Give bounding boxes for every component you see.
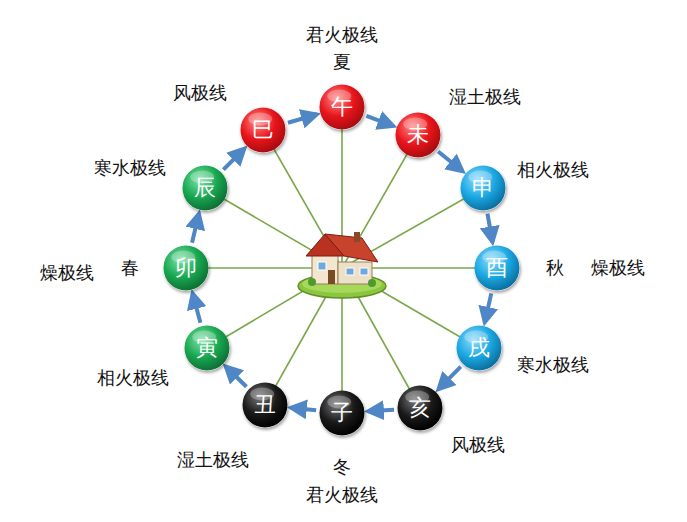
pole-label: 风极线 <box>451 435 505 455</box>
branch-circle: 酉 <box>474 245 520 291</box>
pole-label: 寒水极线 <box>94 158 166 178</box>
branch-circle: 亥 <box>397 385 443 431</box>
branch-name: 子 <box>331 402 353 424</box>
pole-label: 湿土极线 <box>177 450 249 470</box>
flow-arrow <box>485 293 492 322</box>
pole-label: 冬 <box>333 457 351 477</box>
connector-layer <box>192 114 493 411</box>
pole-label: 秋 <box>546 258 564 278</box>
flow-arrow <box>487 214 492 243</box>
pole-label: 相火极线 <box>517 160 589 180</box>
pole-label: 夏 <box>333 52 351 72</box>
pole-label: 燥极线 <box>591 258 645 278</box>
branch-circle: 卯 <box>163 245 209 291</box>
flow-arrow <box>438 151 463 171</box>
house-illustration <box>298 232 386 298</box>
pole-label: 君火极线 <box>306 485 378 505</box>
spoke-lines <box>186 107 497 413</box>
branch-circle: 申 <box>460 165 506 211</box>
flow-arrow <box>368 410 394 412</box>
pole-label: 燥极线 <box>40 263 94 283</box>
branch-name: 巳 <box>252 119 274 141</box>
flow-arrow <box>438 367 461 390</box>
pole-label: 相火极线 <box>97 368 169 388</box>
branch-circle: 巳 <box>240 107 286 153</box>
branch-name: 寅 <box>196 337 218 359</box>
branch-name: 午 <box>331 96 353 118</box>
branch-name: 亥 <box>409 397 431 419</box>
pole-label: 春 <box>121 258 139 278</box>
branch-name: 卯 <box>175 257 197 279</box>
branch-name: 丑 <box>254 394 276 416</box>
pole-label: 风极线 <box>173 83 227 103</box>
flow-arrow <box>193 293 201 323</box>
flow-arrow <box>226 366 247 387</box>
branch-name: 戌 <box>468 337 490 359</box>
branch-circle: 午 <box>319 84 365 130</box>
branch-circle: 戌 <box>456 325 502 371</box>
flow-arrow <box>192 213 199 242</box>
branch-circle: 未 <box>395 112 441 158</box>
pole-label: 寒水极线 <box>517 355 589 375</box>
branch-name: 未 <box>407 124 429 146</box>
branch-circle: 子 <box>319 390 365 436</box>
flow-arrow <box>291 408 316 411</box>
branch-circle: 丑 <box>242 382 288 428</box>
branch-circle: 辰 <box>182 165 228 211</box>
branch-circle: 寅 <box>184 325 230 371</box>
branch-name: 辰 <box>194 177 216 199</box>
branch-name: 酉 <box>486 257 508 279</box>
flow-arrow <box>366 116 393 126</box>
branch-name: 申 <box>472 177 494 199</box>
pole-label: 君火极线 <box>306 25 378 45</box>
pole-label: 湿土极线 <box>449 87 521 107</box>
flow-arrow <box>288 114 317 122</box>
flow-arrow <box>223 148 244 169</box>
